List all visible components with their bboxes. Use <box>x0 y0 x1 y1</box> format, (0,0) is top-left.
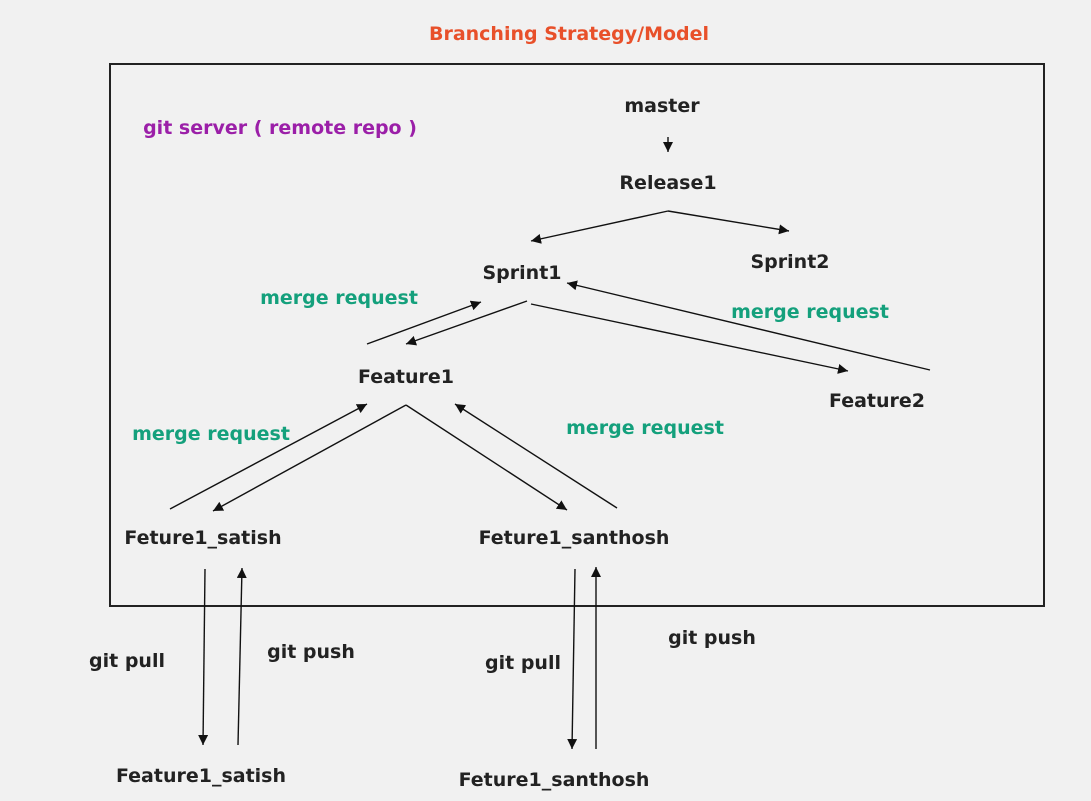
edge-santhosh-git-pull <box>567 568 578 750</box>
node-feature1-satish-remote: Feture1_satish <box>124 527 281 549</box>
edge-feature2-sprint1-merge <box>566 280 931 371</box>
edge-release1-sprint1 <box>530 210 669 244</box>
node-sprint2: Sprint2 <box>751 251 830 273</box>
node-feature1-santhosh-remote: Feture1_santhosh <box>479 527 670 549</box>
node-feature1-santhosh-local: Feture1_santhosh <box>459 769 650 791</box>
label-merge-feature2-sprint1: merge request <box>731 301 889 323</box>
label-merge-santhosh-feature1: merge request <box>566 417 724 439</box>
edge-feature1-satish <box>212 404 407 512</box>
label-santhosh-git-push: git push <box>668 627 756 649</box>
label-merge-feature1-sprint1: merge request <box>260 287 418 309</box>
node-feature1-satish-local: Feature1_satish <box>116 765 286 787</box>
diagram-title: Branching Strategy/Model <box>429 23 709 45</box>
label-satish-git-push: git push <box>267 641 355 663</box>
edge-satish-git-pull <box>198 568 209 746</box>
edge-satish-feature1-merge <box>169 403 368 510</box>
node-sprint1: Sprint1 <box>483 262 562 284</box>
label-merge-satish-feature1: merge request <box>132 423 290 445</box>
node-feature1: Feature1 <box>358 366 454 388</box>
label-santhosh-git-pull: git pull <box>485 652 561 674</box>
node-feature2: Feature2 <box>829 390 925 412</box>
edge-release1-sprint2 <box>667 210 790 235</box>
remote-repo-frame <box>109 63 1045 607</box>
node-release1: Release1 <box>619 172 716 194</box>
edge-feature1-santhosh <box>405 404 568 511</box>
edge-sprint1-feature2 <box>530 303 849 374</box>
label-satish-git-pull: git pull <box>89 650 165 672</box>
server-label: git server ( remote repo ) <box>143 117 417 139</box>
edge-santhosh-feature1-merge <box>454 403 618 509</box>
node-master: master <box>624 95 700 117</box>
edge-feature1-sprint1-merge <box>366 300 482 345</box>
edge-satish-git-push <box>236 567 247 746</box>
edge-sprint1-feature1 <box>405 300 528 346</box>
